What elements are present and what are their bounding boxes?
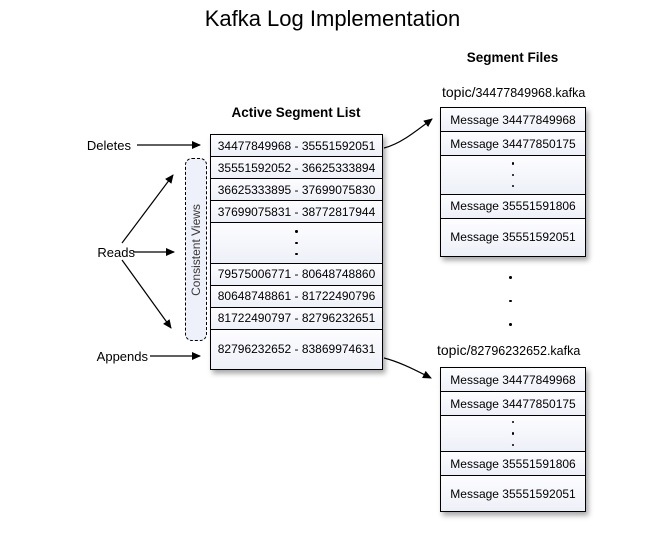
- topic-filename: 82796232652.kafka: [470, 344, 581, 358]
- message-row: Message 34477850175: [441, 392, 585, 416]
- dot-icon: [509, 299, 512, 303]
- segment-range-row: 82796232652 - 83869974631: [211, 329, 382, 369]
- reads-arrow-up: [121, 174, 174, 244]
- segment-range-row: 36625333895 - 37699075830: [211, 179, 382, 201]
- ellipsis-dots-between-segments: [509, 276, 512, 326]
- ellipsis-dots: [441, 416, 585, 452]
- dot-icon: [509, 276, 512, 279]
- message-row: Message 35551592051: [441, 476, 585, 511]
- consistent-views-box: Consistent Views: [185, 158, 207, 341]
- consistent-views-label: Consistent Views: [189, 203, 203, 296]
- segment-file-box-bottom: Message 34477849968 Message 34477850175 …: [440, 367, 586, 512]
- message-row: Message 34477849968: [441, 368, 585, 392]
- active-segment-list-heading: Active Segment List: [231, 105, 361, 120]
- message-row: Message 34477849968: [441, 108, 585, 132]
- ellipsis-dots: [211, 223, 382, 264]
- dot-icon: [511, 184, 515, 188]
- dot-icon: [511, 432, 515, 435]
- segment-file-box-top: Message 34477849968 Message 34477850175 …: [440, 107, 586, 257]
- dot-icon: [295, 230, 298, 233]
- topic-filename: 34477849968.kafka: [475, 86, 586, 100]
- segment-range-row: 34477849968 - 35551592051: [211, 135, 382, 157]
- dot-icon: [511, 162, 515, 165]
- deletes-label: Deletes: [86, 138, 131, 153]
- dot-icon: [511, 420, 515, 424]
- appends-label: Appends: [96, 349, 148, 364]
- ellipsis-dots: [441, 156, 585, 195]
- dot-icon: [509, 323, 512, 326]
- page-title: Kafka Log Implementation: [204, 6, 461, 31]
- segment-range-row: 35551592052 - 36625333894: [211, 157, 382, 179]
- topic-file-label: topic/34477849968.kafka: [442, 84, 585, 102]
- reads-arrow-down: [121, 259, 172, 329]
- segment-to-top-file-arrow: [383, 118, 433, 149]
- segment-to-bottom-file-arrow: [383, 357, 432, 379]
- segment-range-row: 79575006771 - 80648748860: [211, 263, 382, 286]
- topic-prefix: topic/: [437, 342, 471, 358]
- topic-prefix: topic/: [442, 84, 476, 100]
- segment-range-row: 80648748861 - 81722490796: [211, 285, 382, 308]
- message-row: Message 34477850175: [441, 132, 585, 156]
- active-segment-list-box: 34477849968 - 35551592051 35551592052 - …: [210, 134, 383, 370]
- dot-icon: [511, 173, 515, 176]
- message-row: Message 35551591806: [441, 194, 585, 219]
- dot-icon: [295, 252, 298, 256]
- topic-file-label: topic/82796232652.kafka: [437, 342, 580, 360]
- segment-range-row: 37699075831 - 38772817944: [211, 201, 382, 223]
- dot-icon: [295, 241, 298, 244]
- dot-icon: [511, 443, 515, 447]
- segment-range-row: 81722490797 - 82796232651: [211, 307, 382, 330]
- message-row: Message 35551591806: [441, 452, 585, 476]
- message-row: Message 35551592051: [441, 218, 585, 256]
- reads-label: Reads: [97, 245, 135, 260]
- segment-files-heading: Segment Files: [466, 50, 559, 65]
